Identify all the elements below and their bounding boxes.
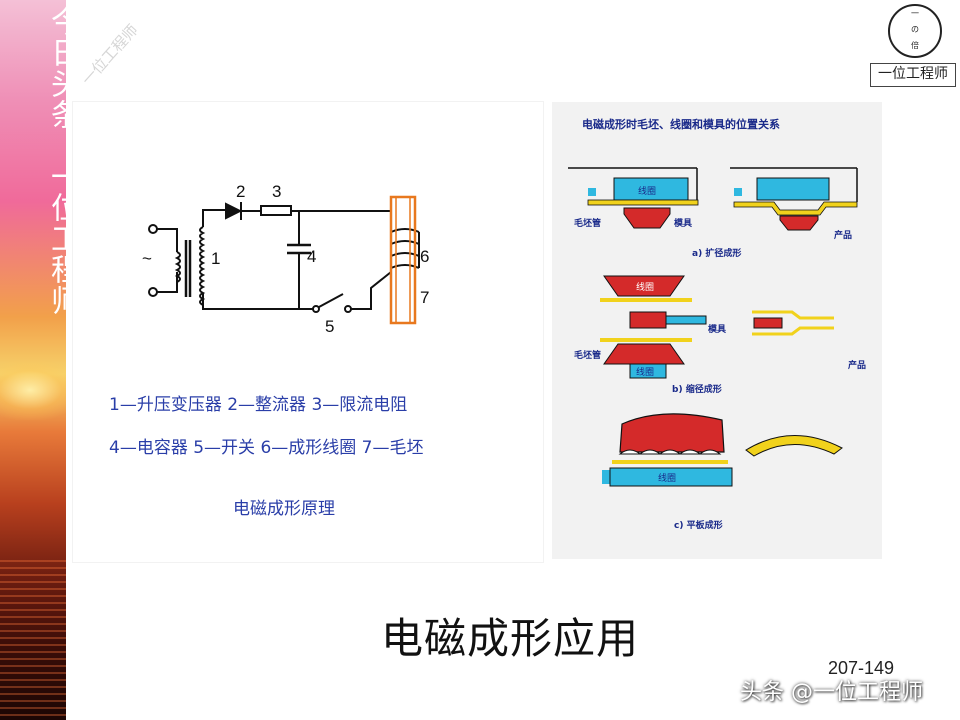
transformer-primary xyxy=(174,251,181,283)
workpiece-blank-inner xyxy=(395,196,411,324)
wire xyxy=(351,271,392,310)
product-die xyxy=(753,317,783,329)
label-coil-top: 线圈 xyxy=(636,281,654,293)
sidebar-brand-text: 今日头条：一位工程师 xyxy=(45,6,66,316)
label-die: 模具 xyxy=(674,217,692,229)
legend-line-2: 4—电容器 5—开关 6—成形线圈 7—毛坯 xyxy=(109,438,424,458)
forming-types-panel: 电磁成形时毛坯、线圈和模具的位置关系 线圈 毛坯管 模具 产品 a) 扩径成形 … xyxy=(552,102,882,559)
formed-sheet xyxy=(745,435,843,457)
logo-mark-bottom: 倍 xyxy=(911,41,919,50)
product-shape xyxy=(733,201,858,216)
coil-shape xyxy=(609,467,733,487)
logo-mark-top: 一 xyxy=(911,9,919,18)
logo-circle: 一 の 倍 xyxy=(888,4,942,58)
die-dome xyxy=(619,413,725,453)
circuit-diagram: ~ 1 2 3 4 5 6 7 xyxy=(142,182,429,336)
workpiece-blank xyxy=(389,195,417,325)
input-terminal-top xyxy=(148,224,158,234)
switch-contact xyxy=(344,305,352,313)
resistor-symbol xyxy=(260,205,292,216)
wire xyxy=(202,293,313,310)
right-title: 电磁成形时毛坯、线圈和模具的位置关系 xyxy=(582,117,780,131)
label-1: 1 xyxy=(211,249,220,268)
forming-types-diagram: 电磁成形时毛坯、线圈和模具的位置关系 线圈 毛坯管 模具 产品 a) 扩径成形 … xyxy=(568,117,866,531)
switch-lever xyxy=(318,293,344,308)
sidebar-banner: 今日头条：一位工程师 xyxy=(0,0,66,720)
label-coil-bottom: 线圈 xyxy=(636,366,654,378)
ac-symbol: ~ xyxy=(142,249,152,268)
sunset-sun xyxy=(0,360,66,420)
die-lower xyxy=(603,343,685,365)
label-7: 7 xyxy=(420,288,429,307)
label-coil: 线圈 xyxy=(638,185,656,197)
wire xyxy=(202,209,226,227)
wire xyxy=(157,228,178,252)
circuit-diagram-panel: ~ 1 2 3 4 5 6 7 1—升压变压器 2—整流器 3—限流电阻 4—电… xyxy=(73,102,543,562)
blank-tube xyxy=(587,199,699,206)
die-grooves xyxy=(618,449,722,455)
label-tube-blank: 毛坯管 xyxy=(574,217,601,229)
legend-line-1: 1—升压变压器 2—整流器 3—限流电阻 xyxy=(109,395,408,415)
caption-principle: 电磁成形原理 xyxy=(233,499,335,519)
brand-logo: 一 の 倍 一位工程师 xyxy=(868,0,958,88)
forming-coil xyxy=(390,228,420,269)
coil-lead xyxy=(588,188,596,196)
label-product: 产品 xyxy=(834,229,852,241)
die-core xyxy=(629,311,667,329)
label-5: 5 xyxy=(325,317,334,336)
label-4: 4 xyxy=(307,247,316,266)
input-terminal-bottom xyxy=(148,287,158,297)
label-tube-blank-b: 毛坯管 xyxy=(574,349,601,361)
watermark-bottom: 头条 @一位工程师 xyxy=(740,680,923,705)
logo-label: 一位工程师 xyxy=(870,63,956,87)
caption-c: c) 平板成形 xyxy=(674,519,723,531)
coil-lead xyxy=(602,470,610,484)
caption-b: b) 缩径成形 xyxy=(672,383,722,395)
mandrel xyxy=(665,315,707,325)
die-upper xyxy=(603,275,685,297)
coil-shape xyxy=(629,363,667,379)
transformer-secondary xyxy=(199,226,206,306)
label-die-b: 模具 xyxy=(708,323,726,335)
die-shape xyxy=(779,215,819,231)
sunset-water xyxy=(0,560,66,720)
logo-mark-mid: の xyxy=(911,25,919,34)
wire xyxy=(157,272,178,293)
page-number: 207-149 xyxy=(828,658,895,678)
caption-a: a) 扩径成形 xyxy=(692,247,741,259)
label-3: 3 xyxy=(272,182,281,201)
watermark-top: 一位工程师 xyxy=(78,20,142,89)
die-shape xyxy=(623,207,671,229)
label-6: 6 xyxy=(420,247,429,266)
slide-title: 电磁成形应用 xyxy=(380,614,639,663)
label-coil-c: 线圈 xyxy=(658,472,676,484)
label-2: 2 xyxy=(236,182,245,201)
diode-symbol xyxy=(225,202,243,220)
wire xyxy=(291,210,392,232)
switch-contact xyxy=(312,305,320,313)
label-product-b: 产品 xyxy=(848,359,866,371)
coil-shape xyxy=(756,177,830,201)
product-tube xyxy=(752,310,834,336)
coil-lead xyxy=(734,188,742,196)
